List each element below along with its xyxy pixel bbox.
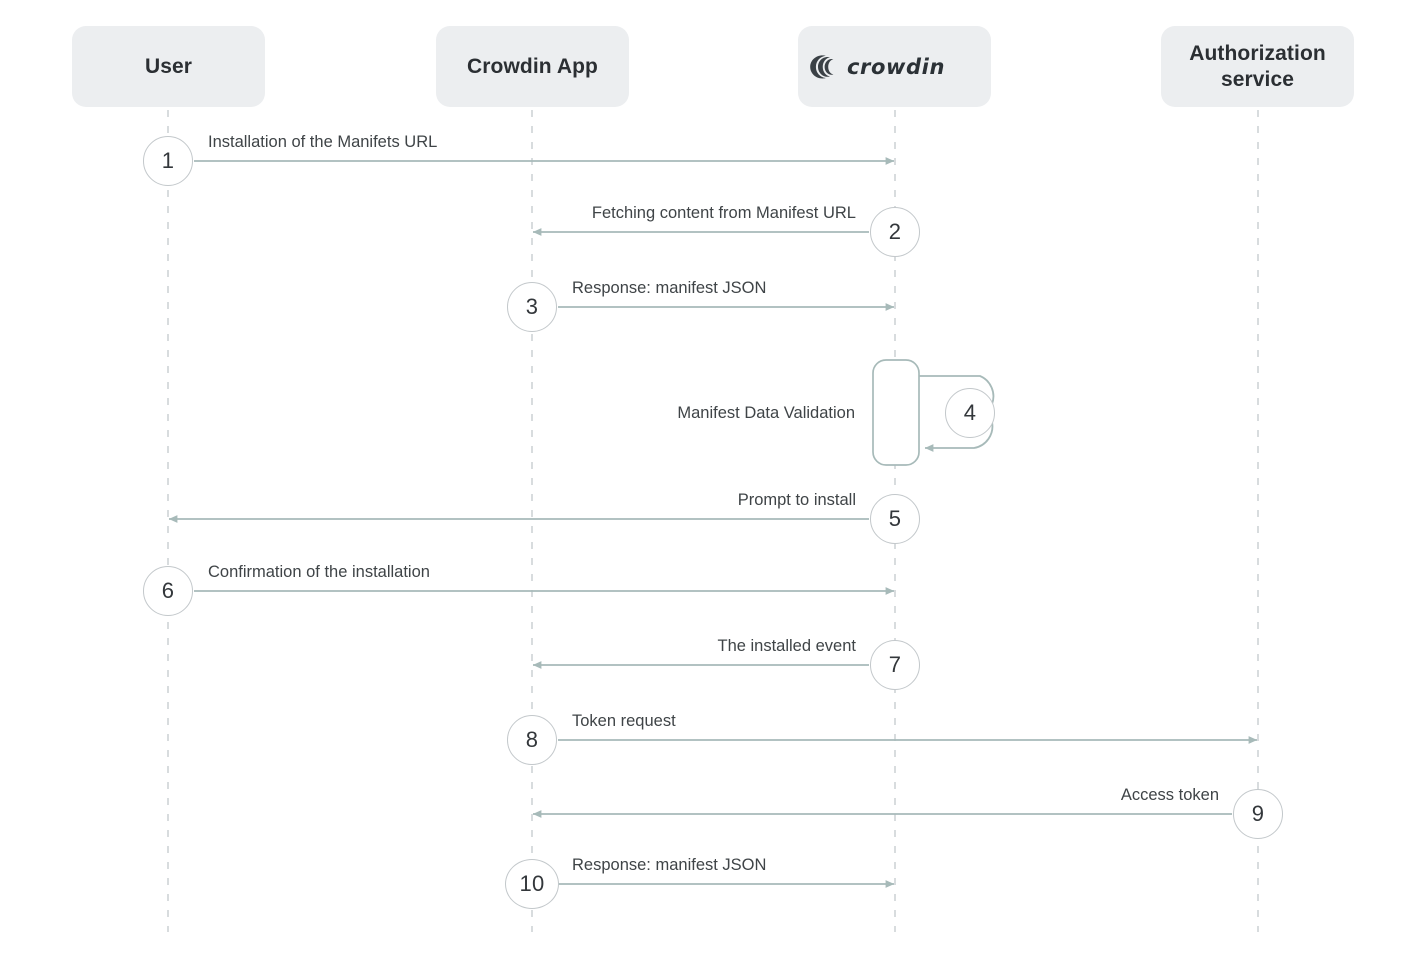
step-circle-1: 1 — [143, 136, 193, 186]
message-arrows — [168, 157, 1258, 888]
step-circle-6: 6 — [143, 566, 193, 616]
message-label-step-9: Access token — [1120, 786, 1219, 804]
message-label-step-10: Response: manifest JSON — [572, 856, 767, 874]
step-circle-7: 7 — [870, 640, 920, 690]
participant-app: Crowdin App — [436, 26, 629, 107]
message-label-step-1: Installation of the Manifets URL — [208, 133, 438, 151]
step-number-text: 10 — [519, 871, 545, 896]
message-label-step-2: Fetching content from Manifest URL — [591, 204, 856, 222]
step-number-text: 9 — [1251, 801, 1265, 826]
step-number-text: 2 — [888, 219, 902, 244]
step-circle-4: 4 — [945, 388, 995, 438]
step-circle-5: 5 — [870, 494, 920, 544]
participant-server: crowdin — [798, 26, 991, 107]
step-number-text: 1 — [161, 148, 175, 173]
crowdin-wordmark: crowdin — [847, 55, 945, 79]
svg-text:crowdin: crowdin — [847, 55, 945, 79]
step-circle-9: 9 — [1233, 789, 1283, 839]
message-label-step-6: Confirmation of the installation — [208, 563, 430, 581]
step-circle-3: 3 — [507, 282, 557, 332]
participant-label-app: Crowdin App — [467, 54, 598, 78]
step-number-text: 5 — [888, 506, 902, 531]
message-label-step-7: The installed event — [717, 637, 856, 655]
step-number-text: 8 — [525, 727, 539, 752]
message-label-step-5: Prompt to install — [737, 491, 856, 509]
lifelines — [167, 110, 1259, 932]
crowdin-swoosh-icon — [810, 54, 834, 78]
participant-label-user: User — [144, 54, 193, 78]
participant-user: User — [72, 26, 265, 107]
message-label-step-8: Token request — [572, 712, 676, 730]
step-circle-10: 10 — [505, 859, 559, 909]
step-circle-2: 2 — [870, 207, 920, 257]
message-label-step-4: Manifest Data Validation — [677, 404, 855, 422]
step-circle-8: 8 — [507, 715, 557, 765]
step-number-text: 6 — [161, 578, 175, 603]
activation-box — [872, 359, 920, 466]
activation-box-server — [872, 359, 920, 466]
participant-label-auth: Authorization service — [1189, 41, 1326, 91]
step-number-text: 7 — [888, 652, 902, 677]
step-number-text: 4 — [963, 400, 977, 425]
message-label-step-3: Response: manifest JSON — [572, 279, 767, 297]
step-number-text: 3 — [525, 294, 539, 319]
crowdin-logo: crowdin — [808, 53, 981, 81]
participant-auth: Authorization service — [1161, 26, 1354, 107]
